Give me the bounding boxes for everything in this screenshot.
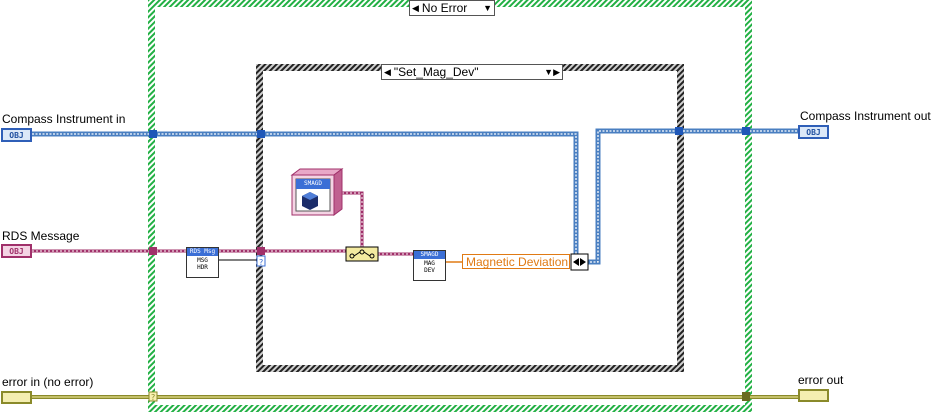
- unbundle-node[interactable]: [570, 253, 589, 271]
- rds-message-label: RDS Message: [2, 229, 80, 243]
- outer-case-structure[interactable]: [148, 0, 752, 412]
- case-selector-terminal[interactable]: [256, 255, 266, 267]
- mag-dev-subvi[interactable]: SMAGD MAG DEV: [413, 250, 446, 281]
- dropdown-arrow-icon[interactable]: ▼: [544, 67, 554, 77]
- msg-hdr-subvi[interactable]: RDS Msg MSG HDR: [186, 247, 219, 278]
- error-in-terminal[interactable]: [1, 391, 32, 404]
- bundle-node[interactable]: [345, 246, 379, 262]
- outer-case-selector[interactable]: ◀ No Error ▼: [409, 0, 495, 16]
- compass-instrument-out-terminal[interactable]: OBJ: [798, 125, 829, 139]
- error-in-label: error in (no error): [2, 375, 94, 389]
- class-constant[interactable]: [290, 168, 344, 216]
- tunnel-object-outer-out[interactable]: [742, 127, 750, 135]
- dropdown-arrow-icon[interactable]: ▼: [483, 3, 492, 13]
- tunnel-error-outer-out[interactable]: [742, 392, 750, 401]
- increment-arrow-icon[interactable]: ▶: [553, 67, 560, 77]
- tunnel-error-outer-in[interactable]: [148, 391, 158, 402]
- decrement-arrow-icon[interactable]: ◀: [412, 3, 419, 13]
- svg-text:?: ?: [151, 393, 155, 402]
- error-out-label: error out: [798, 373, 844, 387]
- svg-text:?: ?: [259, 258, 263, 267]
- tunnel-message-inner[interactable]: [257, 247, 265, 255]
- compass-instrument-in-terminal[interactable]: OBJ: [1, 128, 32, 142]
- decrement-arrow-icon[interactable]: ◀: [384, 67, 391, 77]
- error-out-terminal[interactable]: [798, 389, 829, 402]
- rds-message-terminal[interactable]: OBJ: [1, 244, 32, 258]
- tunnel-object-inner-in[interactable]: [257, 130, 265, 138]
- inner-case-selector[interactable]: ◀ "Set_Mag_Dev" ▼ ▶: [381, 64, 563, 80]
- rds-message-wire[interactable]: [32, 191, 413, 256]
- compass-instrument-out-label: Compass Instrument out: [800, 109, 931, 123]
- class-constant-label: SMAGD: [303, 180, 323, 187]
- tunnel-message-outer[interactable]: [149, 247, 157, 255]
- inner-case-structure[interactable]: [256, 64, 684, 372]
- tunnel-object-inner-out[interactable]: [675, 127, 683, 135]
- compass-instrument-in-label: Compass Instrument in: [2, 112, 126, 126]
- tunnel-object-outer-in[interactable]: [149, 130, 157, 138]
- magnetic-deviation-constant[interactable]: Magnetic Deviation: [462, 254, 570, 269]
